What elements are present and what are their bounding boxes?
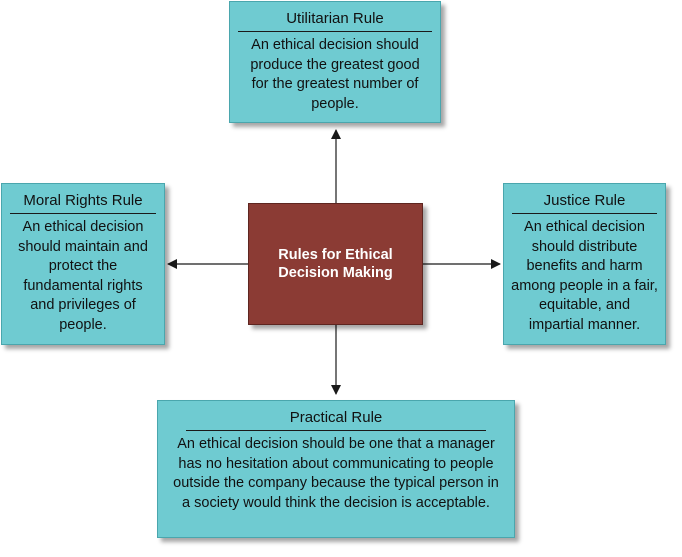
justice-rule-text: An ethical decision should distribute be… (511, 219, 658, 333)
central-topic-box: Rules for Ethical Decision Making (248, 203, 423, 325)
justice-rule-title: Justice Rule (512, 192, 657, 214)
utilitarian-rule-box: Utilitarian Rule An ethical decision sho… (229, 1, 441, 123)
practical-rule-text: An ethical decision should be one that a… (173, 436, 499, 511)
central-topic-label: Rules for Ethical Decision Making (278, 247, 393, 281)
practical-rule-box: Practical Rule An ethical decision shoul… (157, 400, 515, 538)
practical-rule-title: Practical Rule (186, 409, 486, 431)
moral-rights-rule-box: Moral Rights Rule An ethical decision sh… (1, 183, 165, 345)
justice-rule-box: Justice Rule An ethical decision should … (503, 183, 666, 345)
moral-rights-rule-title: Moral Rights Rule (10, 192, 156, 214)
utilitarian-rule-title: Utilitarian Rule (238, 10, 432, 32)
utilitarian-rule-text: An ethical decision should produce the g… (250, 37, 420, 112)
moral-rights-rule-text: An ethical decision should maintain and … (18, 219, 148, 333)
